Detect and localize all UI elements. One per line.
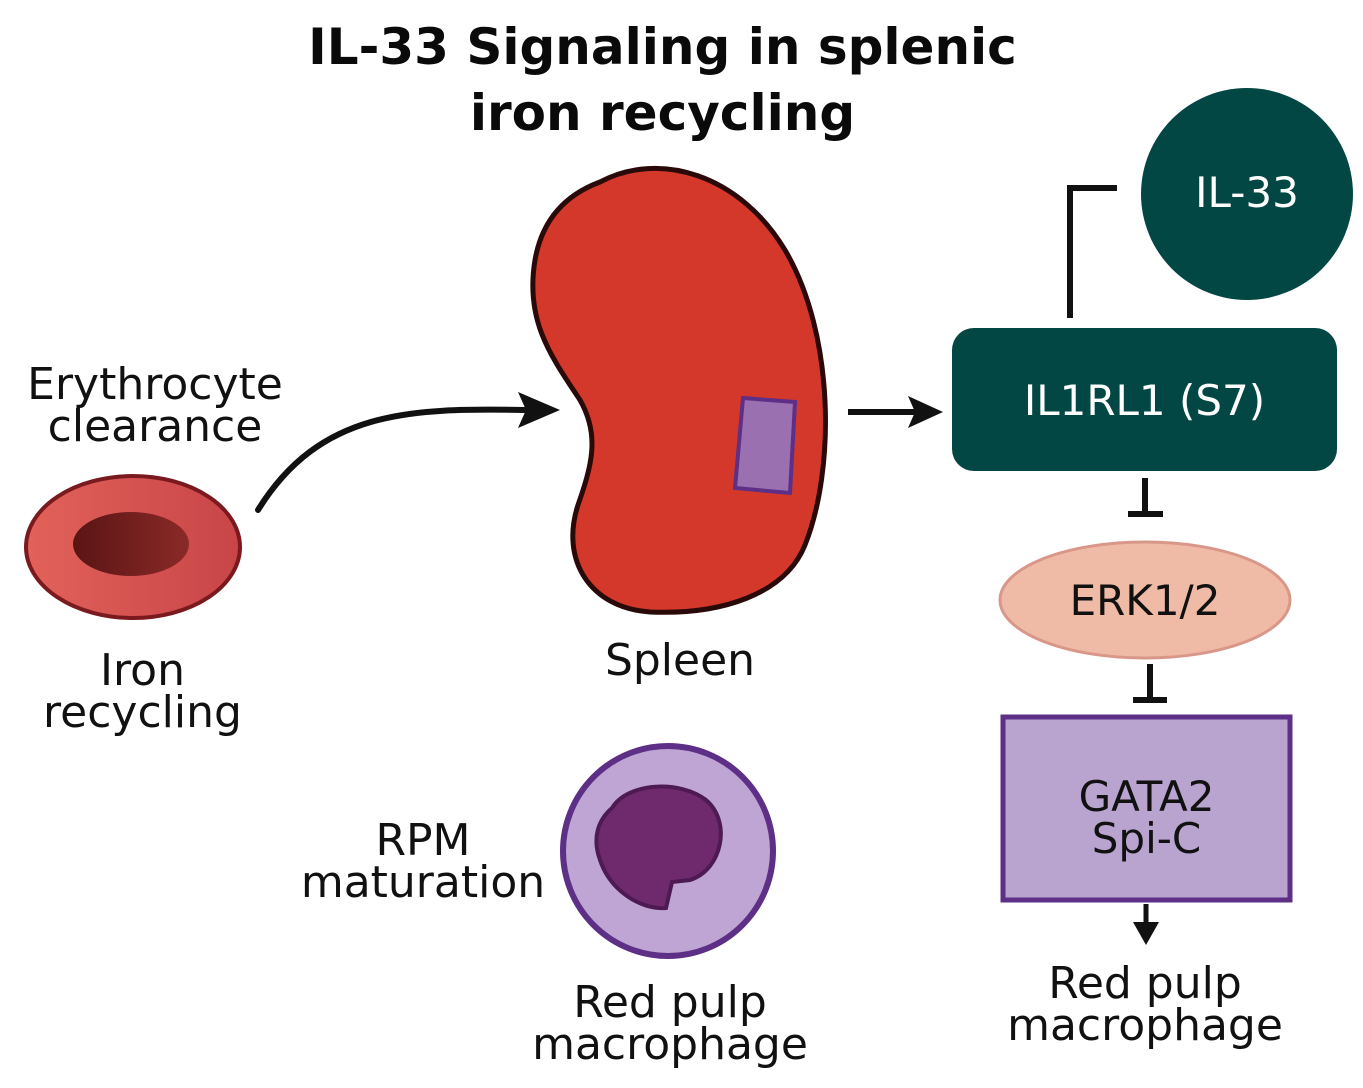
gata2-label: GATA2 [1078, 772, 1215, 821]
il33-label: IL-33 [1195, 168, 1299, 217]
il33-node [1141, 88, 1353, 300]
gata2-spic-label: GATA2 Spi-C [1003, 776, 1290, 860]
title-line-1: IL-33 Signaling in splenic [308, 18, 1017, 76]
spleen-icon [530, 165, 828, 615]
iron-recycling-label: Iron recycling [43, 645, 242, 738]
erythrocyte-icon [24, 474, 242, 620]
il1rl1-node [952, 328, 1337, 471]
red-pulp-macrophage-icon [560, 743, 776, 959]
arrow-spleen-to-receptor [848, 396, 943, 428]
erk-label: ERK1/2 [1069, 576, 1221, 625]
spleen-label: Spleen [604, 635, 756, 686]
diagram-title: IL-33 Signaling in splenic iron recyclin… [0, 14, 1325, 146]
il1rl1-label: IL1RL1 (S7) [1023, 376, 1266, 425]
output-red-pulp-macrophage-label: Red pulp macrophage [1007, 958, 1283, 1051]
curved-arrow-to-spleen [255, 392, 560, 513]
gata2-spic-node [1000, 714, 1293, 903]
erythrocyte-clearance-label: Erythrocyte clearance [27, 359, 283, 452]
inhibition-mark-erk-to-gata2 [1133, 664, 1167, 703]
arrow-to-red-pulp-macrophage [1133, 904, 1159, 945]
spic-label: Spi-C [1091, 814, 1202, 863]
title-line-2: iron recycling [469, 84, 856, 142]
inhibition-mark-receptor-to-erk [1128, 478, 1163, 517]
red-pulp-macrophage-label: Red pulp macrophage [532, 977, 808, 1070]
rpm-maturation-label: RPM maturation [300, 815, 546, 908]
erk-node [998, 540, 1292, 660]
il33-binding-connector [1067, 185, 1117, 318]
